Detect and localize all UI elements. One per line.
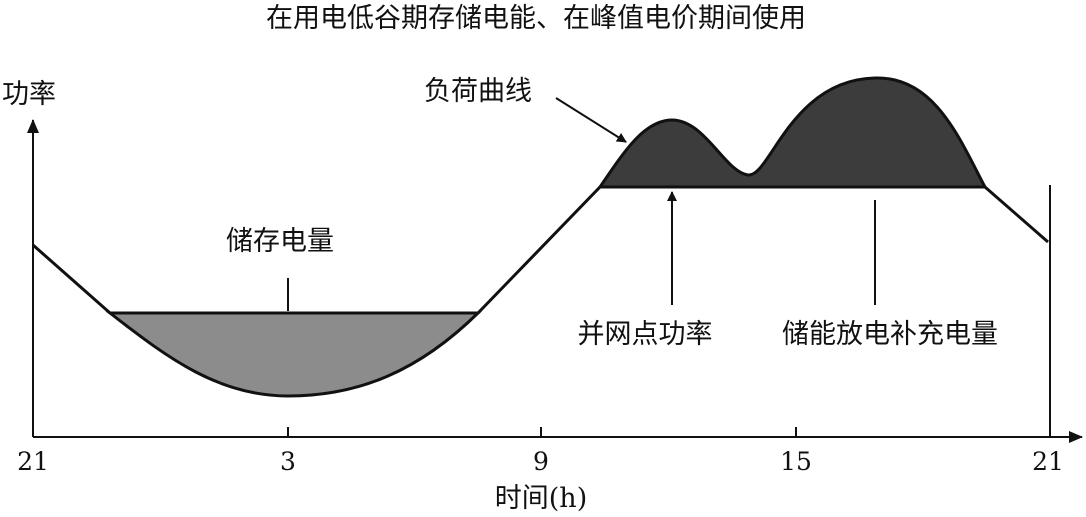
grid-point-power-label: 并网点功率 <box>578 319 713 350</box>
x-tick-label: 9 <box>533 447 549 476</box>
stored-energy-region <box>105 311 482 398</box>
load-curve-label: 负荷曲线 <box>424 76 532 107</box>
x-tick-label: 21 <box>17 447 49 476</box>
x-axis-label: 时间(h) <box>495 483 587 514</box>
y-axis-label: 功率 <box>2 79 56 110</box>
x-tick-label: 21 <box>1032 447 1064 476</box>
x-tick-label: 15 <box>780 447 812 476</box>
grid-power-line <box>32 185 1049 315</box>
discharge-region <box>597 76 988 189</box>
diagram-title: 在用电低谷期存储电能、在峰值电价期间使用 <box>266 3 806 34</box>
load-curve-arrow <box>555 97 627 143</box>
x-tick-label: 3 <box>280 447 296 476</box>
stored-energy-label: 储存电量 <box>226 226 334 257</box>
discharge-supplement-label: 储能放电补充电量 <box>782 319 998 350</box>
